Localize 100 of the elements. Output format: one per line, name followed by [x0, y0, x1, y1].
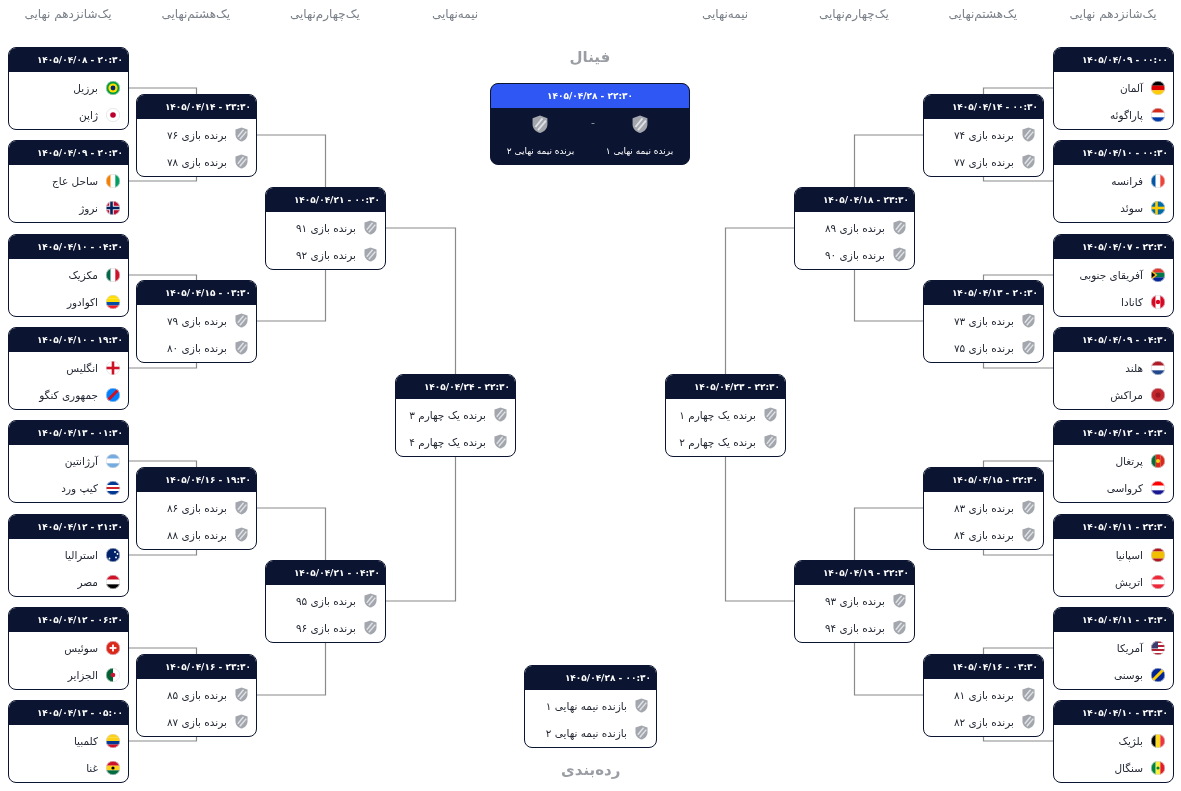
match-card — [1053, 327, 1174, 410]
team-name: سوئد — [1120, 200, 1143, 215]
bracket-line — [385, 227, 457, 375]
match-card — [794, 560, 915, 643]
match-card — [1053, 420, 1174, 503]
team-name: مراکش — [1110, 387, 1143, 402]
team-name: ژاپن — [79, 107, 98, 122]
match-date-header: ۰۴:۳۰ - ۱۴۰۵/۰۴/۰۹ — [1054, 328, 1173, 352]
match-card — [395, 374, 516, 457]
match-date-header: ۰۳:۳۰ - ۱۴۰۵/۰۴/۱۱ — [1054, 608, 1173, 632]
match-card — [8, 700, 129, 783]
team-name: برنده بازی ۷۵ — [953, 340, 1014, 355]
bracket-line — [982, 460, 1054, 468]
match-card — [8, 420, 129, 503]
match-card — [1053, 47, 1174, 130]
match-date-header: ۲۳:۳۰ - ۱۴۰۵/۰۴/۱۰ — [1054, 701, 1173, 725]
bracket-line — [256, 507, 327, 561]
match-title: رده‌بندی — [561, 760, 621, 780]
team-name: آمریکا — [1116, 640, 1143, 655]
team-name: بلژیک — [1118, 733, 1143, 748]
team-name: برنده بازی ۹۳ — [824, 593, 885, 608]
team-name: برنده بازی ۷۹ — [166, 313, 227, 328]
match-date-header: ۰۲:۳۰ - ۱۴۰۵/۰۴/۱۲ — [1054, 421, 1173, 445]
bracket-line — [982, 362, 1054, 369]
team-name: برنده نیمه نهایی ۱ — [604, 145, 675, 157]
team-name: برنده بازی ۸۸ — [166, 527, 227, 542]
match-card — [8, 327, 129, 410]
match-card — [1053, 700, 1174, 783]
match-date-header: ۰۴:۳۰ - ۱۴۰۵/۰۴/۲۱ — [266, 561, 385, 585]
team-name: برنده بازی ۸۶ — [166, 500, 227, 515]
team-name: برنده بازی ۸۱ — [953, 687, 1014, 702]
team-name: غنا — [86, 760, 98, 775]
match-date-header: ۰۰:۳۰ - ۱۴۰۵/۰۴/۲۱ — [266, 188, 385, 212]
bracket-line — [128, 736, 198, 742]
team-name: مکزیک — [68, 267, 98, 282]
round-heading: یک‌شانزدهم نهایی — [1069, 6, 1157, 22]
team-name: نروژ — [79, 200, 98, 215]
match-date-header: ۰۱:۳۰ - ۱۴۰۵/۰۴/۱۳ — [9, 421, 128, 445]
team-name: آفریقای جنوبی — [1079, 267, 1143, 282]
team-name: اسپانیا — [1115, 547, 1143, 562]
team-name: برنده بازی ۷۳ — [953, 313, 1014, 328]
bracket-line — [256, 269, 327, 322]
match-date-header: ۰۵:۰۰ - ۱۴۰۵/۰۴/۱۳ — [9, 701, 128, 725]
team-name: برنده بازی ۸۲ — [953, 714, 1014, 729]
team-name: اتریش — [1115, 574, 1143, 589]
team-name: برنده بازی ۸۷ — [166, 714, 227, 729]
team-name: برنده یک چهارم ۱ — [679, 407, 756, 422]
team-name: برنده بازی ۷۶ — [166, 127, 227, 142]
team-name: انگلیس — [66, 360, 98, 375]
match-date-header: ۲۲:۳۰ - ۱۴۰۵/۰۴/۲۸ — [491, 84, 689, 108]
bracket-line — [853, 269, 924, 322]
match-date-header: ۰۰:۳۰ - ۱۴۰۵/۰۴/۱۰ — [1054, 141, 1173, 165]
team-name: الجزایر — [67, 667, 98, 682]
match-date-header: ۲۳:۳۰ - ۱۴۰۵/۰۴/۱۶ — [137, 655, 256, 679]
team-name: برنده بازی ۹۶ — [295, 620, 356, 635]
match-date-header: ۱۹:۳۰ - ۱۴۰۵/۰۴/۱۰ — [9, 328, 128, 352]
team-name: برزیل — [73, 80, 98, 95]
match-date-header: ۰۴:۳۰ - ۱۴۰۵/۰۴/۱۰ — [9, 235, 128, 259]
match-card — [265, 187, 386, 270]
match-date-header: ۰۶:۳۰ - ۱۴۰۵/۰۴/۱۲ — [9, 608, 128, 632]
bracket-line — [982, 274, 1054, 281]
match-date-header: ۲۲:۳۰ - ۱۴۰۵/۰۴/۲۳ — [666, 375, 785, 399]
match-card — [8, 140, 129, 223]
match-card — [524, 665, 657, 748]
match-date-header: ۰۳:۳۰ - ۱۴۰۵/۰۴/۱۶ — [924, 655, 1043, 679]
bracket-line — [982, 87, 1054, 95]
score-separator: - — [591, 116, 595, 130]
team-name: برنده نیمه نهایی ۲ — [505, 145, 576, 157]
team-name: برنده بازی ۸۰ — [166, 340, 227, 355]
match-date-header: ۲۲:۳۰ - ۱۴۰۵/۰۴/۱۱ — [1054, 515, 1173, 539]
team-name: سنگال — [1114, 760, 1143, 775]
bracket-line — [853, 642, 924, 696]
bracket-line — [128, 647, 198, 655]
team-name: برنده بازی ۸۴ — [953, 527, 1014, 542]
team-name: کیپ ورد — [61, 480, 98, 495]
bracket-line — [128, 460, 198, 468]
team-name: فرانسه — [1111, 173, 1143, 188]
round-heading: یک‌چهارم‌نهایی — [819, 6, 889, 22]
round-heading: یک‌هشتم‌نهایی — [948, 6, 1018, 22]
bracket-line — [128, 176, 198, 182]
bracket-line — [982, 549, 1054, 556]
team-name: پاراگوئه — [1109, 107, 1143, 122]
match-card — [1053, 514, 1174, 597]
bracket-line — [385, 456, 457, 602]
team-name: برنده بازی ۸۳ — [953, 500, 1014, 515]
match-date-header: ۲۱:۳۰ - ۱۴۰۵/۰۴/۱۲ — [9, 515, 128, 539]
bracket-line — [853, 134, 924, 188]
team-name: برنده بازی ۹۰ — [824, 247, 885, 262]
bracket-line — [724, 456, 795, 602]
round-heading: نیمه‌نهایی — [432, 6, 479, 22]
bracket-line — [256, 642, 327, 696]
match-card — [136, 94, 257, 177]
team-name: اکوادور — [66, 294, 98, 309]
team-name: برنده یک چهارم ۲ — [679, 434, 756, 449]
team-name: کانادا — [1121, 294, 1143, 309]
team-name: برنده بازی ۹۲ — [295, 247, 356, 262]
match-date-header: ۲۲:۳۰ - ۱۴۰۵/۰۴/۲۴ — [396, 375, 515, 399]
match-card — [265, 560, 386, 643]
bracket-line — [982, 647, 1054, 655]
team-name: هلند — [1125, 360, 1143, 375]
